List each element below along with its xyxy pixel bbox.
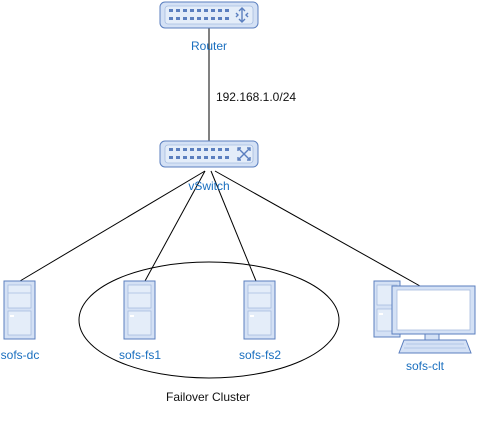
router-icon[interactable] [159, 1, 259, 29]
server-icon[interactable] [123, 280, 156, 340]
sofs-fs2-label: sofs-fs2 [238, 348, 282, 362]
link-vswitch-clt [214, 170, 421, 287]
uplink-subnet-label: 192.168.1.0/24 [215, 90, 297, 104]
failover-cluster-label: Failover Cluster [165, 390, 251, 404]
sofs-fs1-label: sofs-fs1 [118, 348, 162, 362]
link-vswitch-fs1 [144, 170, 206, 282]
failover-cluster-group [78, 261, 340, 379]
sofs-dc-label: sofs-dc [0, 348, 40, 362]
vswitch-label: vSwitch [188, 179, 230, 193]
link-vswitch-fs2 [210, 170, 257, 282]
switch-icon[interactable] [159, 140, 259, 168]
router-label: Router [190, 39, 228, 53]
server-icon[interactable] [243, 280, 276, 340]
sofs-clt-label: sofs-clt [405, 359, 445, 373]
workstation-icon[interactable] [373, 280, 476, 354]
server-icon[interactable] [3, 280, 36, 340]
link-vswitch-dc [19, 170, 206, 282]
